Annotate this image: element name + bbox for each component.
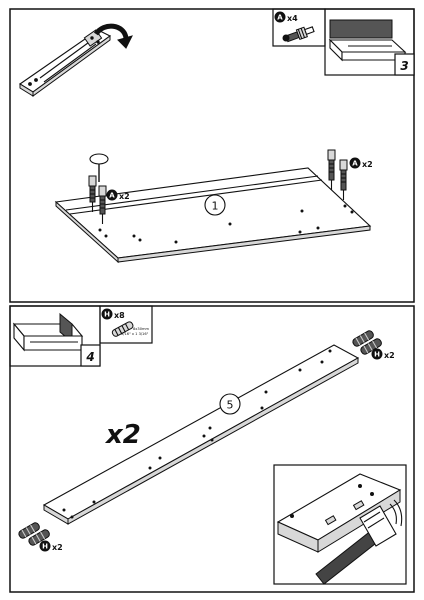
- step-4-number: 4: [85, 350, 94, 364]
- step-1-label: 1: [212, 200, 219, 213]
- rotate-arrow-head-icon: [117, 35, 133, 49]
- callout-right-h-quantity: x2: [384, 351, 395, 360]
- callout-right-h-letter: H: [374, 351, 380, 359]
- step-5-label: 5: [227, 399, 234, 412]
- dowels-right: [352, 330, 382, 355]
- board-multiplier: x2: [104, 420, 141, 450]
- step-5-circle: [219, 393, 241, 415]
- callout-left-a-quantity: x2: [119, 192, 130, 201]
- callout-right-a-letter: A: [352, 160, 358, 168]
- step-3-number: 3: [400, 59, 408, 73]
- hardware-a-badge-letter: A: [277, 14, 283, 22]
- dowels-left: [18, 522, 50, 546]
- dowel-inserted-icon-2: [352, 500, 365, 511]
- callout-right-a-quantity: x2: [362, 160, 373, 169]
- hardware-a-quantity: x4: [287, 14, 298, 23]
- bottom-panel-frame: [9, 305, 415, 593]
- hammer-icon: [315, 505, 397, 585]
- dowel-icon: [111, 321, 134, 337]
- cam-bolt-right-a: [327, 149, 336, 190]
- callout-left-h-letter: H: [42, 543, 48, 551]
- cam-bolt-left-a: [88, 175, 97, 212]
- rotate-arrow-icon: [93, 23, 129, 39]
- callout-right-a-badge-icon: [349, 157, 361, 169]
- dowel-inserted-icon: [324, 515, 337, 526]
- top-panel-frame: [9, 8, 415, 303]
- hardware-a-box: A x4: [272, 8, 326, 47]
- hardware-h-box: H x8 8x30mm 5/16" x 1 3/16": [99, 305, 153, 344]
- long-board: [42, 344, 360, 525]
- screwdriver-icon: [89, 153, 109, 182]
- dowel-size-imperial: 5/16" x 1 3/16": [121, 332, 149, 336]
- step-3-box: 3: [324, 8, 415, 76]
- callout-left-h-badge-icon: [39, 540, 51, 552]
- callout-left-h-quantity: x2: [52, 543, 63, 552]
- callout-left-a-letter: A: [109, 192, 115, 200]
- step-1-circle: [204, 194, 226, 216]
- cam-bolt-left-b: [98, 185, 107, 224]
- callout-right-h-badge-icon: [371, 348, 383, 360]
- hammer-detail-box: [273, 464, 407, 585]
- hardware-h-badge-letter: H: [104, 311, 110, 319]
- flip-board-illustration: [18, 29, 112, 97]
- hardware-a-badge-icon: [274, 11, 286, 23]
- step-4-box: 4: [9, 305, 101, 367]
- callout-left-a-badge-icon: [106, 189, 118, 201]
- cam-bolt-icon: [285, 26, 315, 43]
- cam-bolt-right-b: [339, 159, 348, 200]
- dowel-size-metric: 8x30mm: [133, 327, 149, 331]
- hardware-h-badge-icon: [101, 308, 113, 320]
- hardware-h-quantity: x8: [114, 311, 125, 320]
